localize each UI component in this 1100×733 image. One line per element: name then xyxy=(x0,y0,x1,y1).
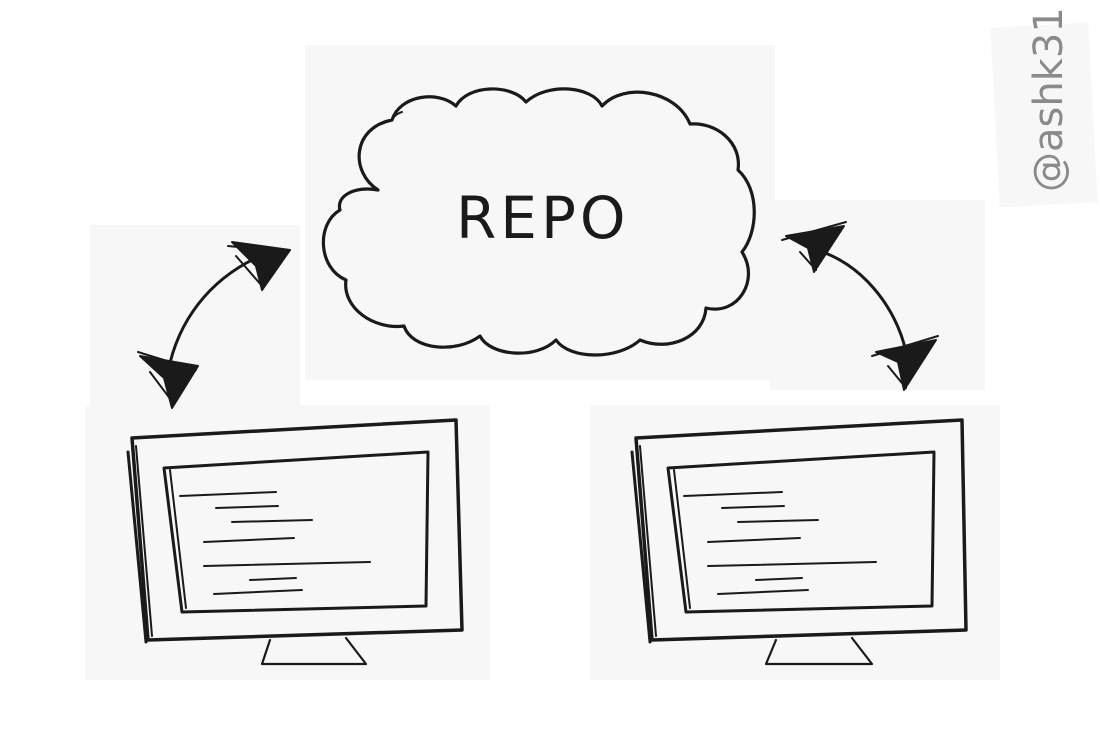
arrow-right-bidirectional xyxy=(781,221,939,391)
monitor-stand xyxy=(260,636,368,666)
monitor-outer-frame xyxy=(130,418,464,642)
code-line xyxy=(203,561,371,567)
code-line xyxy=(755,577,803,581)
repo-label: REPO xyxy=(456,184,630,252)
arrow-left-shaft xyxy=(166,256,258,374)
arrowhead-icon xyxy=(139,355,199,409)
cloud-stroke-detail xyxy=(391,111,403,121)
monitor-screen-edge xyxy=(169,469,187,609)
watermark: @ashk31 xyxy=(1026,7,1072,192)
arrow-left-bidirectional xyxy=(137,241,291,409)
monitor-bezel-shadow xyxy=(135,445,153,637)
code-line xyxy=(707,561,877,567)
monitor-bezel-shadow xyxy=(630,450,652,644)
arrowhead-sketch-lines xyxy=(227,245,287,287)
code-line xyxy=(215,505,279,509)
code-line xyxy=(721,505,785,509)
code-line xyxy=(213,589,303,595)
monitor-stand xyxy=(764,636,874,666)
paper-patch-watermark xyxy=(990,22,1098,208)
arrowhead-icon xyxy=(875,339,937,391)
monitor-screen xyxy=(666,450,936,614)
monitor-screen-edge xyxy=(673,469,691,609)
code-line xyxy=(737,519,819,523)
code-lines xyxy=(179,491,371,595)
code-line xyxy=(707,537,801,543)
paper-patches xyxy=(85,22,1098,680)
monitor-outer-frame xyxy=(634,418,968,642)
code-lines xyxy=(683,491,877,595)
arrowhead-sketch-lines xyxy=(137,351,197,405)
monitor-bezel-shadow xyxy=(126,450,148,644)
code-line xyxy=(249,577,297,581)
code-line xyxy=(231,519,313,523)
monitor-screen xyxy=(162,450,430,614)
code-line xyxy=(179,491,277,497)
arrowhead-sketch-lines xyxy=(871,335,939,389)
cloud-icon xyxy=(321,87,756,357)
monitor-icon xyxy=(126,418,464,666)
code-line xyxy=(683,491,783,497)
computer-left xyxy=(126,418,464,666)
arrowhead-sketch-lines xyxy=(781,221,847,271)
computer-right xyxy=(630,418,968,666)
code-line xyxy=(203,537,295,543)
monitor-bezel-shadow xyxy=(639,445,657,637)
repo-cloud: REPO xyxy=(321,87,756,357)
arrowhead-icon xyxy=(785,225,845,273)
arrowhead-icon xyxy=(231,241,291,291)
monitor-icon xyxy=(630,418,968,666)
code-line xyxy=(717,589,809,595)
arrow-right-shaft xyxy=(814,248,908,354)
